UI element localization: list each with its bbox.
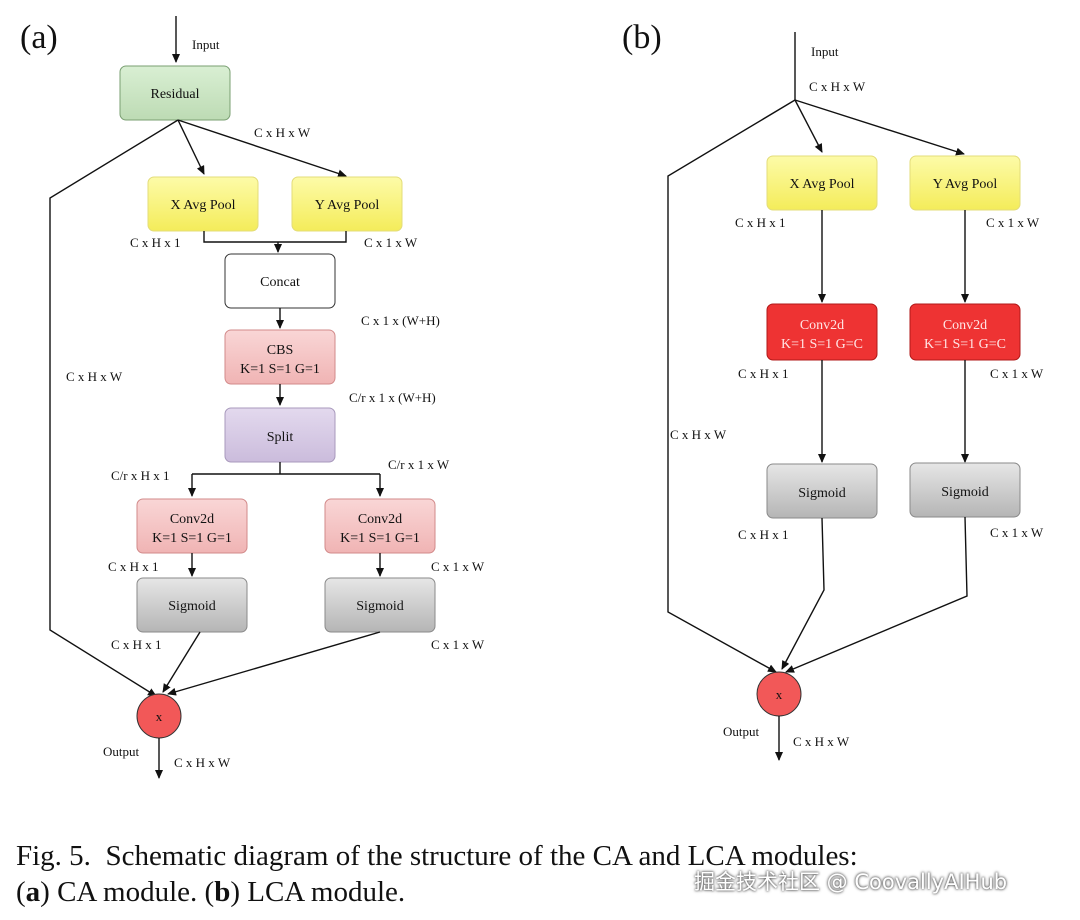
multiply-label-a: x [156,709,163,724]
y-avg-pool-block-a [291,176,403,232]
sigmoid-right-to-multiply-a [167,631,381,696]
skip-path-a [49,119,179,697]
cbs-title: CBS [267,343,293,358]
split-label: Split [267,430,294,445]
conv2d-params-right-a: K=1 S=1 G=1 [340,531,420,546]
dim-concat: C x 1 x (W+H) [361,313,440,328]
y-avg-pool-label-b: Y Avg Pool [933,177,998,192]
y-avg-pool-label-a: Y Avg Pool [315,198,380,213]
x-avg-pool-label-a: X Avg Pool [170,198,235,213]
conv2d-title-right-b: Conv2d [943,318,987,333]
skip-path-b [667,99,796,673]
dim-output-a: C x H x W [174,755,231,770]
dim-split-right: C/r x 1 x W [388,457,450,472]
sigmoid-left-to-multiply-b [781,517,825,670]
caption-text-1: Schematic diagram of the structure of th… [105,840,858,872]
residual-to-xpool-arrow [177,119,205,175]
caption-fig-label: Fig. 5. [16,840,91,872]
sigmoid-label-left-a: Sigmoid [168,599,215,614]
caption-a-bold: a [25,876,41,908]
input-to-ypool-arrow-b [794,99,965,156]
conv2d-params-right-b: K=1 S=1 G=C [924,337,1006,352]
residual-label: Residual [151,87,200,102]
skip-dim-b: C x H x W [670,427,727,442]
caption-b-bold: b [214,876,231,908]
dim-chw-top: C x H x W [254,125,311,140]
residual-to-ypool-arrow [177,119,347,178]
watermark: 掘金技术社区 @ CoovallyAIHub [694,870,1008,894]
panel-label-b: (b) [622,19,662,56]
conv2d-params-left-a: K=1 S=1 G=1 [152,531,232,546]
sigmoid-label-right-a: Sigmoid [356,599,403,614]
input-label-a: Input [192,37,220,52]
dim-sig-left-a: C x H x 1 [111,637,162,652]
dim-cbs: C/r x 1 x (W+H) [349,390,436,405]
output-label-b: Output [723,724,760,739]
residual-block [119,65,231,121]
dim-sig-left-b: C x H x 1 [738,527,789,542]
conv2d-title-left-b: Conv2d [800,318,844,333]
input-to-xpool-arrow-b [794,99,823,153]
sigmoid-label-right-b: Sigmoid [941,485,988,500]
cbs-params: K=1 S=1 G=1 [240,362,320,377]
caption-line-1: Fig. 5. Schematic diagram of the structu… [16,838,1066,874]
skip-dim-a: C x H x W [66,369,123,384]
sigmoid-right-to-multiply-b [785,516,968,673]
output-label-a: Output [103,744,140,759]
dim-c1w-b: C x 1 x W [986,215,1040,230]
dim-conv-left-b: C x H x 1 [738,366,789,381]
figure-caption: Fig. 5. Schematic diagram of the structu… [16,838,1066,910]
dim-ch1-a: C x H x 1 [130,235,181,250]
conv2d-params-left-b: K=1 S=1 G=C [781,337,863,352]
x-avg-pool-label-b: X Avg Pool [789,177,854,192]
caption-line-2: (a) CA module. (b) LCA module. [16,876,406,908]
dim-conv-right-b: C x 1 x W [990,366,1044,381]
dim-split-left: C/r x H x 1 [111,468,170,483]
conv2d-title-left-a: Conv2d [170,512,214,527]
multiply-label-b: x [776,687,783,702]
dim-c1w-a: C x 1 x W [364,235,418,250]
dim-conv-right-a: C x 1 x W [431,559,485,574]
dim-ch1-b: C x H x 1 [735,215,786,230]
sigmoid-block-left-a [136,577,248,633]
conv2d-title-right-a: Conv2d [358,512,402,527]
input-label-b: Input [811,44,839,59]
panel-label-a: (a) [20,19,58,56]
dim-output-b: C x H x W [793,734,850,749]
sigmoid-left-to-multiply-a [162,631,201,693]
x-avg-pool-block-a [147,176,259,232]
caption-a-text: CA module. [57,876,198,908]
sigmoid-label-left-b: Sigmoid [798,486,845,501]
dim-sig-right-b: C x 1 x W [990,525,1044,540]
concat-label: Concat [260,275,300,290]
caption-b-text: LCA module. [247,876,406,908]
pool-merge-line-a [203,231,347,243]
dim-sig-right-a: C x 1 x W [431,637,485,652]
dim-input-b: C x H x W [809,79,866,94]
dim-conv-left-a: C x H x 1 [108,559,159,574]
